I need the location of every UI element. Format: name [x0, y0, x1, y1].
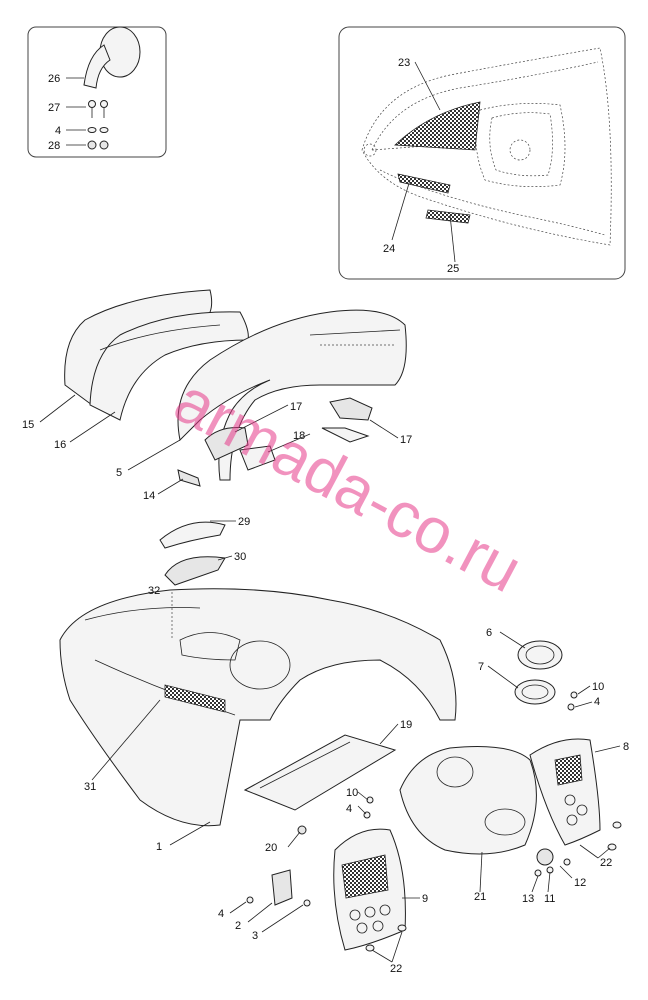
label-2: 2	[235, 920, 241, 932]
label-32: 32	[148, 585, 160, 597]
hull-part-1	[59, 588, 457, 827]
inset-box-mirror	[27, 26, 167, 158]
label-31: 31	[84, 781, 96, 793]
label-9: 9	[422, 893, 428, 905]
label-5: 5	[116, 467, 122, 479]
label-18: 18	[293, 430, 305, 442]
label-21: 21	[474, 891, 486, 903]
label-8: 8	[623, 741, 629, 753]
label-6: 6	[486, 627, 492, 639]
label-22b: 22	[390, 963, 402, 975]
console-part-21	[399, 746, 537, 855]
label-17: 17	[290, 401, 302, 413]
mirror-part	[83, 26, 141, 89]
inset-box-deck	[338, 26, 626, 280]
washer-part-4	[87, 127, 109, 133]
nut-part-28	[87, 140, 109, 150]
decal-24	[397, 173, 451, 194]
label-22: 22	[600, 857, 612, 869]
label-11: 11	[544, 893, 555, 905]
small-fasteners	[246, 691, 622, 952]
ring-part-6	[517, 640, 563, 670]
label-27: 27	[48, 102, 60, 114]
label-17b: 17	[400, 434, 412, 446]
ring-part-7	[514, 679, 556, 705]
seat-base-16	[89, 311, 249, 421]
label-23: 23	[398, 57, 410, 69]
label-14: 14	[143, 490, 155, 502]
label-20: 20	[265, 842, 277, 854]
label-25: 25	[447, 263, 459, 275]
decal-23	[394, 101, 481, 151]
label-4: 4	[55, 125, 61, 137]
label-4b: 4	[594, 696, 600, 708]
trim-part-18	[239, 427, 370, 471]
label-28: 28	[48, 140, 60, 152]
side-panel-8	[529, 738, 601, 846]
label-19: 19	[400, 719, 412, 731]
label-12: 12	[574, 877, 586, 889]
part-14	[177, 469, 201, 487]
label-1: 1	[156, 841, 162, 853]
label-29: 29	[238, 516, 250, 528]
label-15: 15	[22, 419, 34, 431]
leader-lines	[39, 61, 621, 963]
label-30: 30	[234, 551, 246, 563]
label-3: 3	[252, 930, 258, 942]
deck-top-view	[361, 47, 612, 246]
decal-25	[425, 209, 471, 224]
instrument-30	[164, 556, 226, 586]
tray-part-19	[243, 734, 397, 811]
label-24: 24	[383, 243, 395, 255]
label-4c: 4	[346, 803, 352, 815]
label-4d: 4	[218, 908, 224, 920]
label-16: 16	[54, 439, 66, 451]
grab-handle-17	[204, 397, 373, 461]
bracket-part-2	[271, 869, 293, 906]
label-7: 7	[478, 661, 484, 673]
label-13: 13	[522, 893, 534, 905]
part-labels: 26 27 4 28 23 24 25 15 16 5 14 17 18 17 …	[22, 57, 629, 975]
side-panel-9	[333, 828, 406, 951]
lens-29	[159, 521, 226, 549]
label-10: 10	[592, 681, 604, 693]
label-26: 26	[48, 73, 60, 85]
vent-31	[164, 684, 226, 713]
label-10b: 10	[346, 787, 358, 799]
screw-part-27	[88, 100, 108, 118]
